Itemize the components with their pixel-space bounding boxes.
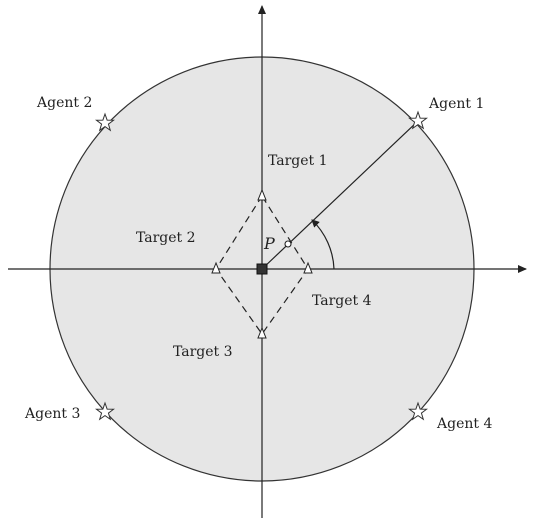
agent4-star-icon <box>407 401 429 421</box>
agent3-label: Agent 3 <box>24 406 80 422</box>
agent1-star-icon <box>407 110 429 130</box>
agent3-star-icon <box>94 401 116 421</box>
point-p-label: P <box>263 234 275 253</box>
center-square-icon <box>256 263 268 275</box>
target4-label: Target 4 <box>312 293 372 309</box>
angle-arc <box>311 219 335 270</box>
target3-triangle-icon <box>257 326 267 339</box>
target2-label: Target 2 <box>136 230 196 246</box>
agent2-star-icon <box>94 112 116 132</box>
target2-triangle-icon <box>211 261 221 274</box>
target4-triangle-icon <box>303 261 313 274</box>
target1-label: Target 1 <box>268 153 328 169</box>
target3-label: Target 3 <box>173 344 233 360</box>
target1-triangle-icon <box>257 188 267 201</box>
agent1-label: Agent 1 <box>428 96 484 112</box>
agent2-label: Agent 2 <box>36 95 92 111</box>
point-p-circle-icon <box>284 240 292 248</box>
agent4-label: Agent 4 <box>436 416 492 432</box>
